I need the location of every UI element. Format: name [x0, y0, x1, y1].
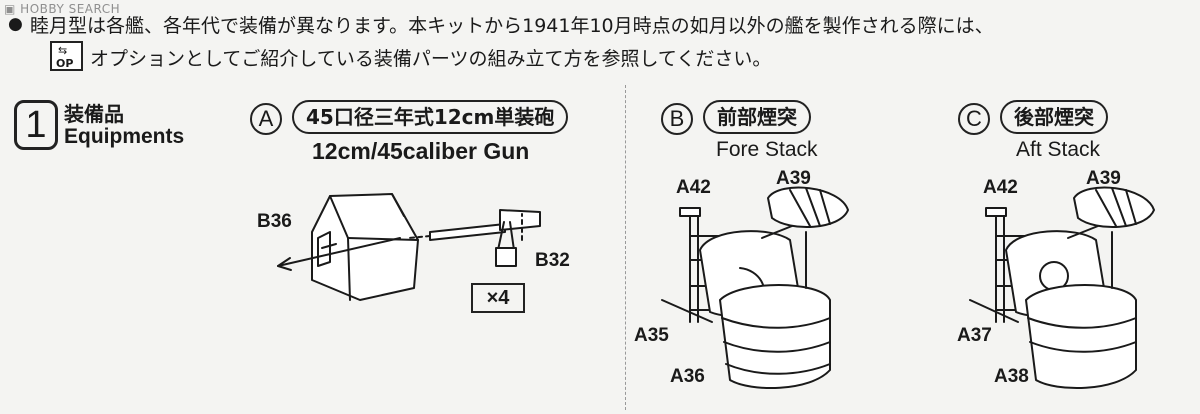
- option-arrows-icon: ⇆: [58, 44, 68, 57]
- part-label-a42-fore: A42: [676, 177, 711, 198]
- aft-stack-drawing: [985, 186, 1155, 389]
- part-label-a37: A37: [957, 325, 992, 346]
- instruction-line-2: オプションとしてご紹介している装備パーツの組み立て方を参照してください。: [90, 48, 772, 70]
- assembly-arrow-a: [277, 213, 523, 271]
- gun-barrel-drawing: [429, 209, 541, 267]
- section-c-title-jp: 後部煙突: [1000, 100, 1108, 134]
- aft-stack-arrows: [969, 225, 1113, 323]
- section-a-title-en: 12cm/45caliber Gun: [312, 138, 530, 164]
- part-label-a38: A38: [994, 366, 1029, 387]
- watermark-logo-icon: ▣: [4, 2, 16, 16]
- quantity-badge: ×4: [471, 283, 525, 313]
- section-a-letter: A: [250, 103, 282, 135]
- step-number: 1: [14, 100, 58, 150]
- part-label-a35: A35: [634, 325, 669, 346]
- option-icon-text: OP: [56, 57, 74, 70]
- part-label-b36: B36: [257, 211, 292, 232]
- fore-stack-drawing: [679, 186, 849, 389]
- part-label-b32: B32: [535, 250, 570, 271]
- option-icon: ⇆ OP: [50, 41, 83, 71]
- section-c-title-en: Aft Stack: [1016, 138, 1101, 161]
- part-label-a39-fore: A39: [776, 168, 811, 189]
- section-c-letter: C: [958, 103, 990, 135]
- section-b-title-en: Fore Stack: [716, 138, 818, 161]
- bullet-icon: ●: [8, 14, 23, 34]
- part-label-a39-aft: A39: [1086, 168, 1121, 189]
- part-label-a42-aft: A42: [983, 177, 1018, 198]
- part-label-a36: A36: [670, 366, 705, 387]
- watermark: ▣ HOBBY SEARCH: [4, 2, 120, 16]
- section-a-title-jp: 45口径三年式12cm単装砲: [292, 100, 569, 134]
- fore-stack-arrows: [661, 225, 807, 323]
- watermark-text: HOBBY SEARCH: [20, 2, 121, 16]
- step-title-jp: 装備品: [64, 102, 124, 126]
- section-divider: [625, 85, 627, 410]
- section-b-title-jp: 前部煙突: [703, 100, 811, 134]
- section-b-letter: B: [661, 103, 693, 135]
- instruction-line-1: 睦月型は各艦、各年代で装備が異なります。本キットから1941年10月時点の如月以…: [30, 15, 994, 37]
- step-title-en: Equipments: [64, 125, 185, 148]
